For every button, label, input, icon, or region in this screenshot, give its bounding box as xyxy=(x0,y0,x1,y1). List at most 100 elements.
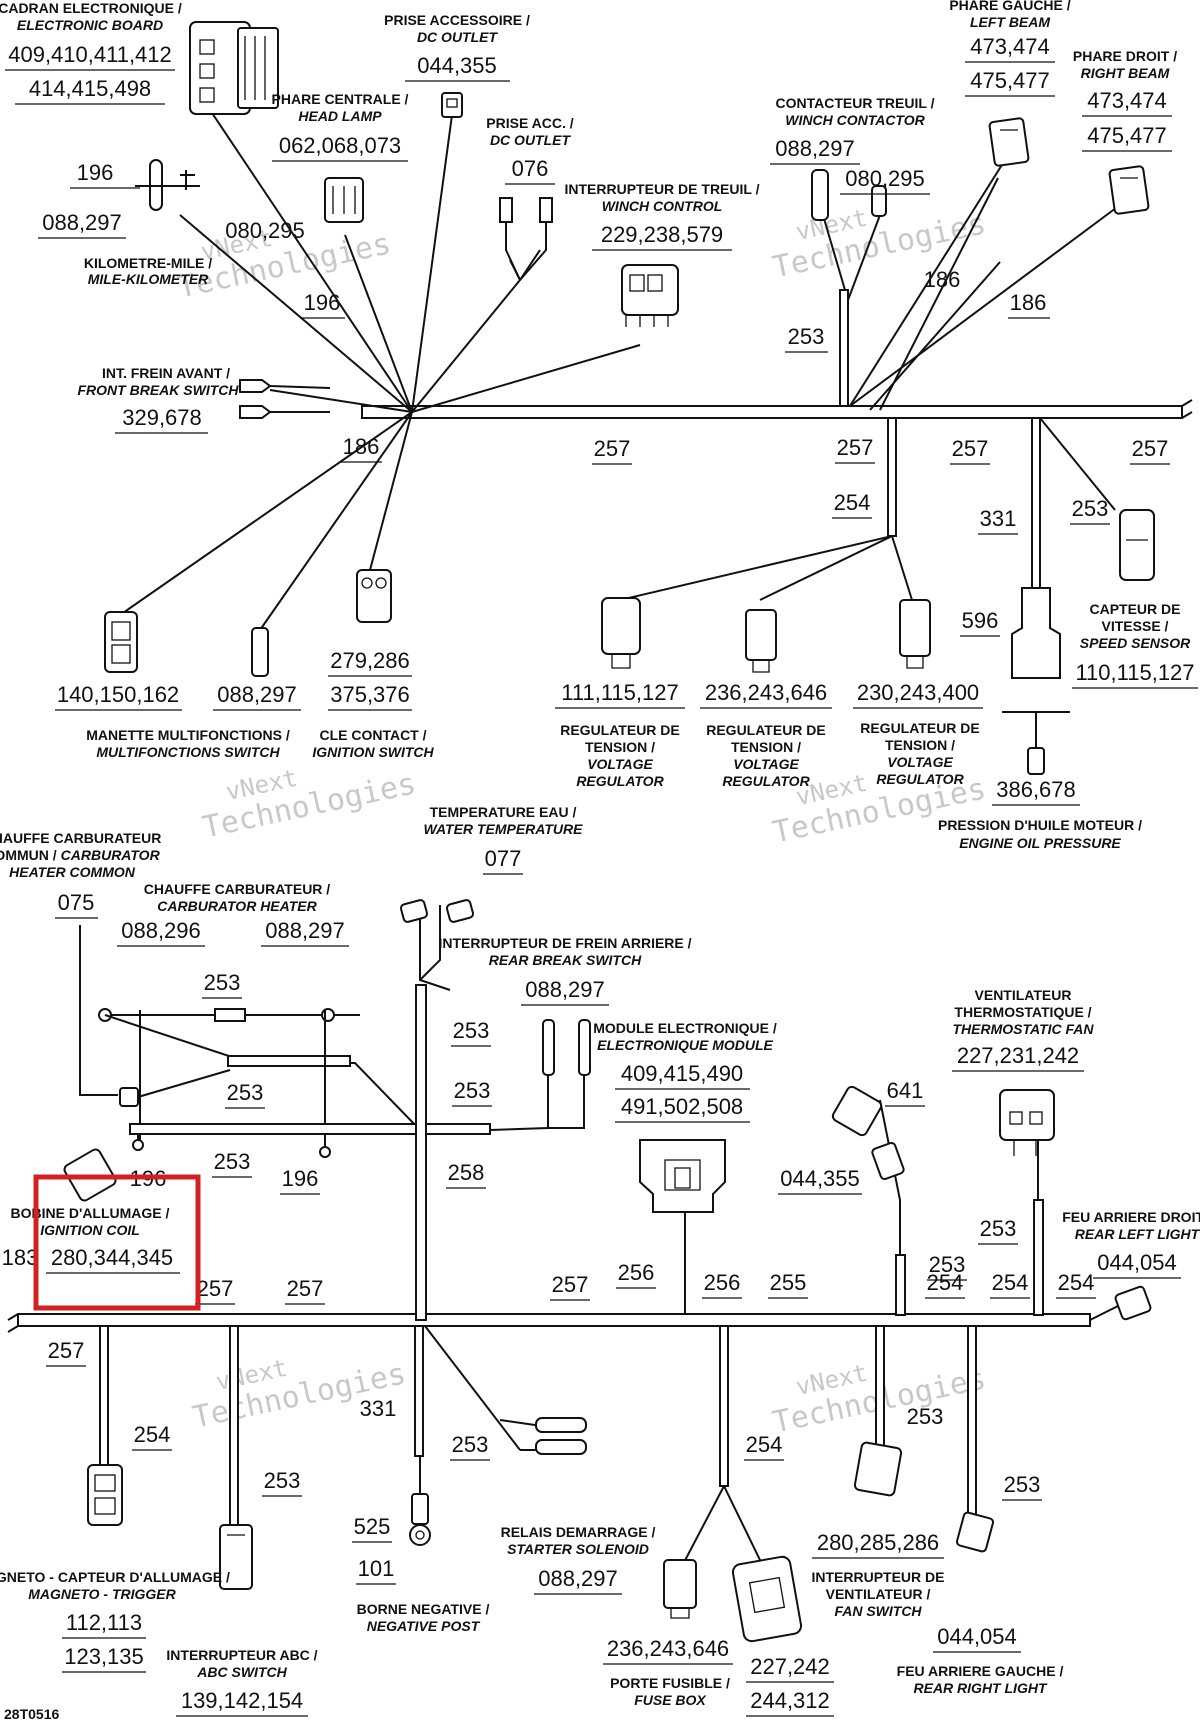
part-080-295-b: 080,295 xyxy=(845,166,925,191)
rear-right-light-label-en: REAR RIGHT LIGHT xyxy=(914,1680,1048,1696)
starter-solenoid-label-fr: RELAIS DEMARRAGE / xyxy=(501,1524,656,1540)
left-beam-label-fr: PHARE GAUCHE / xyxy=(949,0,1070,13)
left-beam-label-en: LEFT BEAM xyxy=(970,14,1050,30)
svg-text:TENSION /: TENSION / xyxy=(585,739,655,755)
top-connectors xyxy=(104,21,1155,775)
harness-break-mark-bottom xyxy=(7,1313,19,1333)
regulator-2-parts: 236,243,646 xyxy=(705,680,827,705)
fan-switch-parts: 280,285,286 xyxy=(817,1530,939,1555)
part-257-h: 257 xyxy=(48,1338,85,1363)
ignition-switch-label-en: IGNITION SWITCH xyxy=(312,744,434,760)
part-256-a: 256 xyxy=(618,1260,655,1285)
part-257-d: 257 xyxy=(1132,436,1169,461)
svg-text:TENSION /: TENSION / xyxy=(885,737,955,753)
dc-outlet-parts: 044,355 xyxy=(417,53,497,78)
sleeve-253 xyxy=(839,289,849,407)
part-253-d: 253 xyxy=(453,1018,490,1043)
part-254-a: 254 xyxy=(834,490,871,515)
svg-text:REGULATEUR DE: REGULATEUR DE xyxy=(706,722,826,738)
part-196-a: 196 xyxy=(77,160,114,185)
abc-switch-parts: 139,142,154 xyxy=(181,1688,303,1713)
mile-km-label-fr: KILOMETRE-MILE / xyxy=(84,255,212,271)
sleeve-253-k xyxy=(424,1325,521,1451)
rear-right-light-label-fr: FEU ARRIERE GAUCHE / xyxy=(897,1663,1064,1679)
part-641: 641 xyxy=(887,1078,924,1103)
negative-post-label-en: NEGATIVE POST xyxy=(367,1618,481,1634)
regulator-1-parts: 111,115,127 xyxy=(561,680,678,705)
harness-break-mark xyxy=(1181,399,1193,419)
winch-control-label-fr: INTERRUPTEUR DE TREUIL / xyxy=(565,181,760,197)
sleeve-186 xyxy=(879,177,999,411)
oil-pressure-label-fr: PRESSION D'HUILE MOTEUR / xyxy=(938,817,1142,833)
rear-brake-label-en: REAR BREAK SWITCH xyxy=(489,952,642,968)
dc-outlet-connector-icon xyxy=(441,92,463,118)
part-257-c: 257 xyxy=(952,436,989,461)
part-183: 183 xyxy=(2,1245,39,1270)
water-temp-connector-icon xyxy=(399,899,475,923)
bottom-connectors xyxy=(63,899,1152,1643)
part-253-c: 253 xyxy=(204,970,241,995)
part-253-b: 253 xyxy=(1072,496,1109,521)
svg-text:TENSION /: TENSION / xyxy=(731,739,801,755)
regulator-2-caption: REGULATEUR DE TENSION / VOLTAGE REGULATO… xyxy=(706,722,826,789)
svg-text:REGULATOR: REGULATOR xyxy=(722,773,810,789)
part-257-b: 257 xyxy=(837,435,874,460)
electronic-module-label-en: ELECTRONIQUE MODULE xyxy=(597,1037,773,1053)
wire-to-regulator-2 xyxy=(759,535,893,601)
left-beam-parts-1: 473,474 xyxy=(970,34,1050,59)
part-186-a: 186 xyxy=(924,267,961,292)
front-brake-parts: 329,678 xyxy=(122,405,202,430)
part-257-f: 257 xyxy=(287,1276,324,1301)
bottom-branch-wires xyxy=(79,900,1121,1571)
rear-left-light-parts: 044,054 xyxy=(1097,1250,1177,1275)
sleeve-258 xyxy=(415,984,427,1321)
main-harness-bar-bottom xyxy=(17,1313,1091,1327)
wire-to-dc-outlet xyxy=(411,114,453,413)
winch-contactor-connector-icon xyxy=(811,169,829,221)
part-253-f: 253 xyxy=(454,1078,491,1103)
main-harness-bar xyxy=(361,405,1183,419)
rear-left-light-label-fr: FEU ARRIERE DROIT / xyxy=(1062,1209,1200,1225)
part-257-g: 257 xyxy=(552,1272,589,1297)
wire-to-left-beam xyxy=(849,159,1006,407)
svg-text:REGULATOR: REGULATOR xyxy=(576,773,664,789)
electronic-board-connector-icon xyxy=(189,21,279,115)
main-harness-bottom xyxy=(7,1313,1091,1333)
carb-common-leader-2 xyxy=(137,1069,231,1098)
part-525: 525 xyxy=(354,1514,391,1539)
starter-solenoid-label-en: STARTER SOLENOID xyxy=(507,1541,649,1557)
winch-control-parts: 229,238,579 xyxy=(601,222,723,247)
speed-sensor-parts: 110,115,127 xyxy=(1075,660,1194,685)
wire-to-right-beam xyxy=(849,204,1121,407)
sleeve-253-h xyxy=(895,1254,906,1316)
right-beam-label-en: RIGHT BEAM xyxy=(1081,65,1170,81)
part-596: 596 xyxy=(962,608,999,633)
drop-253-m xyxy=(967,1325,977,1517)
water-temp-label-en: WATER TEMPERATURE xyxy=(424,821,584,837)
head-lamp-parts: 062,068,073 xyxy=(279,133,401,158)
connector-641-icon xyxy=(831,1085,883,1137)
regulator-1-connector-icon xyxy=(601,597,641,669)
carb-heater-label-fr: CHAUFFE CARBURATEUR / xyxy=(144,881,331,897)
top-labels: CADRAN ELECTRONIQUE / ELECTRONIC BOARD 4… xyxy=(0,0,1198,851)
mile-km-connector-icon xyxy=(135,159,200,211)
regulator-3-connector-icon xyxy=(899,599,931,669)
rear-brake-connector-2 xyxy=(578,1019,591,1076)
bottom-labels: CHAUFFE CARBURATEUR COMMUN /CARBURATOR H… xyxy=(0,804,1200,1722)
drop-254-f xyxy=(719,1325,729,1487)
ignition-switch-label-fr: CLE CONTACT / xyxy=(319,727,426,743)
rear-brake-connector-1 xyxy=(542,1019,555,1076)
carb-drops xyxy=(137,1134,326,1150)
sleeve-253-e xyxy=(129,1123,491,1135)
main-harness-top xyxy=(361,399,1193,419)
carb-common-label-2: COMMUN /CARBURATOR xyxy=(0,847,161,863)
electronic-module-connector-icon xyxy=(639,1139,726,1213)
wire-to-mile-km xyxy=(179,214,413,413)
thermo-fan-label-fr-1: VENTILATEUR xyxy=(975,987,1072,1003)
part-256-b: 256 xyxy=(704,1270,741,1295)
connector-044-355-icon xyxy=(871,1141,905,1181)
part-253-a: 253 xyxy=(788,324,825,349)
sleeve-253-c xyxy=(214,1008,246,1022)
speed-sensor-connector-icon xyxy=(1119,509,1155,581)
part-253-e: 253 xyxy=(227,1080,264,1105)
